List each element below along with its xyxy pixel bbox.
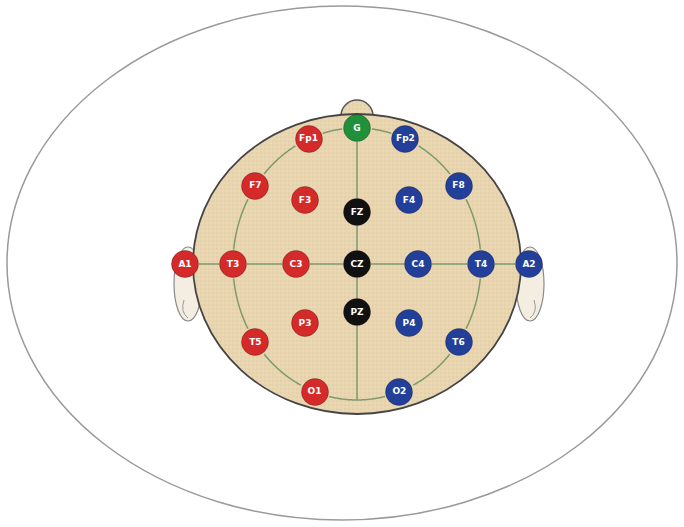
electrode: F4 [395, 186, 423, 214]
electrode-label: F3 [299, 196, 311, 205]
electrode-label: Fp2 [396, 134, 415, 143]
electrode: T6 [445, 328, 473, 356]
electrode-label: T5 [249, 338, 261, 347]
electrode-line [419, 146, 450, 174]
electrode: T4 [467, 250, 495, 278]
right-ear-fold [530, 300, 535, 318]
electrode-label: G [353, 124, 360, 133]
electrode-line [372, 129, 391, 133]
outer-ellipse [7, 6, 677, 520]
electrode-label: O2 [392, 387, 406, 396]
electrode: G [343, 114, 371, 142]
electrode-line [495, 263, 515, 265]
electrode: A1 [171, 250, 199, 278]
electrode-label: A1 [178, 260, 191, 269]
electrode-label: F8 [452, 181, 464, 190]
electrode-line [329, 397, 385, 400]
electrode: F3 [291, 186, 319, 214]
electrode-label: PZ [350, 308, 363, 317]
electrode: PZ [343, 298, 371, 326]
electrode-line [413, 354, 449, 385]
electrode: P3 [291, 309, 319, 337]
electrode-label: F7 [249, 181, 261, 190]
electrode-label: T3 [227, 260, 239, 269]
electrode-line [199, 263, 219, 265]
electrode-line [264, 146, 295, 174]
electrode: F7 [241, 172, 269, 200]
electrode-label: CZ [350, 260, 363, 269]
electrode: O2 [385, 378, 413, 406]
electrode-label: P3 [299, 319, 312, 328]
midline [356, 326, 358, 400]
electrode-label: P4 [403, 319, 416, 328]
electrode-label: C3 [290, 260, 303, 269]
electrode: Fp1 [295, 125, 323, 153]
electrode-label: T6 [452, 338, 464, 347]
electrode: C3 [282, 250, 310, 278]
electrode-line [356, 226, 358, 250]
electrode-line [310, 263, 343, 265]
electrode: T5 [241, 328, 269, 356]
electrode-line [323, 129, 342, 133]
electrode: Fp2 [391, 125, 419, 153]
electrode-line [234, 199, 248, 249]
left-ear-fold [183, 300, 188, 318]
electrode: T3 [219, 250, 247, 278]
electrode: CZ [343, 250, 371, 278]
head-outline [193, 114, 521, 414]
electrode: C4 [404, 250, 432, 278]
electrode-line [234, 279, 248, 329]
electrode-label: O1 [308, 387, 322, 396]
electrode-label: C4 [412, 260, 425, 269]
electrode: FZ [343, 198, 371, 226]
electrode-line [466, 279, 480, 329]
electrode: P4 [395, 309, 423, 337]
electrode: O1 [301, 378, 329, 406]
electrode-label: F4 [403, 196, 415, 205]
electrode-line [356, 142, 358, 198]
electrode-line [356, 278, 358, 298]
electrode-label: Fp1 [299, 134, 318, 143]
electrode: A2 [515, 250, 543, 278]
electrode-line [264, 354, 300, 385]
electrode-line [432, 263, 467, 265]
electrode-line [466, 199, 480, 249]
electrode: F8 [445, 172, 473, 200]
electrode-label: A2 [522, 260, 535, 269]
electrode-label: FZ [351, 208, 364, 217]
electrode-line [247, 263, 282, 265]
electrode-label: T4 [475, 260, 487, 269]
electrode-line [371, 263, 404, 265]
